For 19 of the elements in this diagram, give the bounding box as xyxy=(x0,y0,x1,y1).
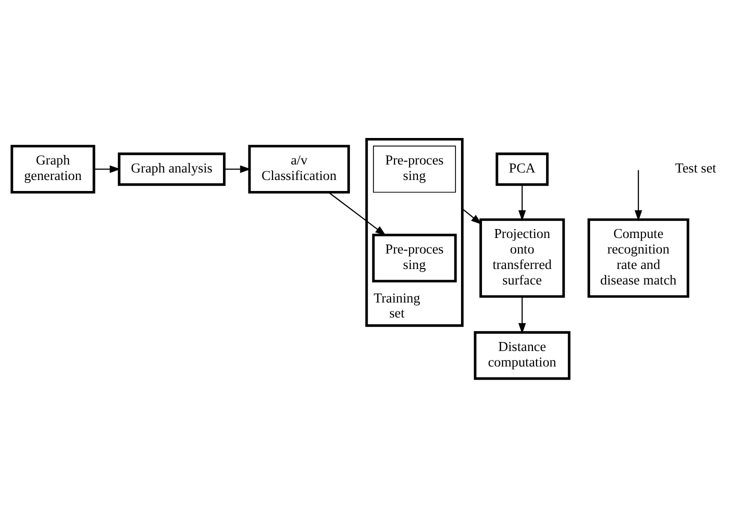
node-box: PCA xyxy=(496,152,549,186)
node-box: Pre-proces sing xyxy=(372,233,457,282)
arrow xyxy=(462,208,482,224)
node-box: Projection onto transferred surface xyxy=(479,218,565,298)
node-box: Compute recognition rate and disease match xyxy=(588,218,690,298)
arrow xyxy=(634,170,642,221)
node-label: Training set xyxy=(374,290,420,320)
node-box: a/v Classification xyxy=(248,144,350,194)
cluster xyxy=(365,137,464,326)
node-box: Graph generation xyxy=(10,144,96,194)
node-box: Distance computation xyxy=(474,330,570,380)
label: Test set xyxy=(675,160,716,175)
arrow xyxy=(518,296,526,334)
node-box: Pre-proces sing xyxy=(373,145,456,192)
arrow xyxy=(518,184,526,221)
arrow xyxy=(328,191,386,236)
node-box: Graph analysis xyxy=(118,152,226,186)
arrow xyxy=(224,164,251,172)
arrow xyxy=(94,164,121,172)
